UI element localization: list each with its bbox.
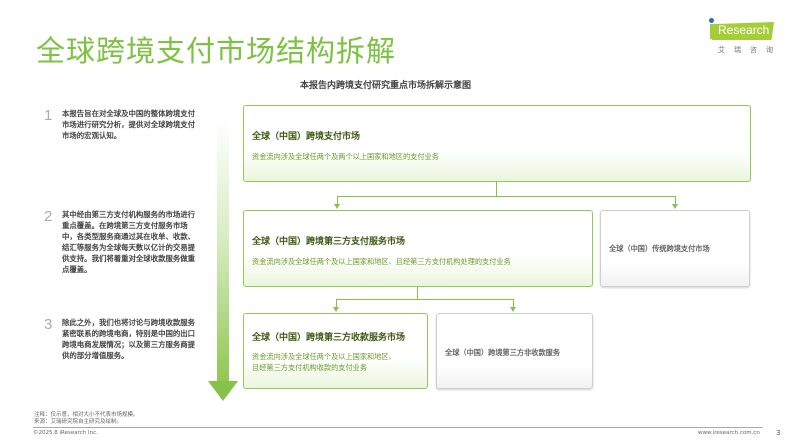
step-number: 1: [44, 107, 53, 124]
step-text: 其中经由第三方支付机构服务的市场进行重点覆盖。在跨境第三方支付服务市场中，各类型…: [62, 210, 196, 274]
flow-down-arrow-icon: [208, 120, 238, 403]
box-description: 资金流向涉及全球任两个及以上国家和地区、且经第三方支付机构处理的支付业务: [252, 257, 511, 266]
step-2: 2 其中经由第三方支付机构服务的市场进行重点覆盖。在跨境第三方支付服务市场中，各…: [44, 209, 200, 275]
step-3: 3 除此之外，我们也将讨论与跨境收款服务紧密联系的跨境电商，特别是中国的出口跨境…: [44, 317, 200, 361]
step-text: 除此之外，我们也将讨论与跨境收款服务紧密联系的跨境电商，特别是中国的出口跨境电商…: [62, 318, 196, 360]
arrow-down-icon: [672, 204, 678, 209]
step-number: 2: [44, 208, 53, 225]
connector-line: [336, 299, 514, 300]
connector-line: [337, 196, 676, 197]
box-heading: 全球（中国）跨境第三方收款服务市场: [252, 333, 406, 343]
box-cross-border-payment-market: 全球（中国）跨境支付市场 资金流向涉及全球任两个及两个以上国家和地区的支付业务: [243, 105, 751, 182]
box-heading: 全球（中国）跨境第三方支付服务市场: [252, 237, 406, 247]
step-number: 3: [44, 316, 53, 333]
logo-badge: [712, 22, 774, 40]
connector-line: [675, 196, 676, 204]
footer-source: 来源：艾瑞研究院自主研究及绘制。: [34, 419, 123, 425]
box-third-party-payment-market: 全球（中国）跨境第三方支付服务市场 资金流向涉及全球任两个及以上国家和地区、且经…: [243, 210, 593, 287]
arrow-down-icon: [510, 307, 516, 312]
diagram-title: 本报告内跨境支付研究重点市场拆解示意图: [300, 81, 472, 91]
footer-url-link[interactable]: www.iresearch.com.cn: [698, 430, 760, 436]
footer-notes: 注释：仅示意，相对大小不代表市场规模。 来源：艾瑞研究院自主研究及绘制。: [34, 412, 139, 426]
box-description-line2: 且经第三方支付机构收款的支付业务: [252, 363, 368, 372]
connector-line: [417, 287, 418, 299]
step-1: 1 本报告旨在对全球及中国的整体跨境支付市场进行研究分析，提供对全球跨境支付市场…: [44, 108, 200, 141]
logo-brand-text: Research: [718, 23, 770, 37]
arrow-down-icon: [333, 307, 339, 312]
connector-line: [337, 196, 338, 204]
connector-line: [496, 182, 497, 196]
page-number: 3: [776, 429, 781, 437]
box-heading: 全球（中国）跨境支付市场: [252, 132, 361, 142]
page-title: 全球跨境支付市场结构拆解: [36, 34, 397, 68]
logo-dot-icon: [709, 18, 714, 23]
step-text: 本报告旨在对全球及中国的整体跨境支付市场进行研究分析，提供对全球跨境支付市场的宏…: [62, 109, 196, 140]
footer-divider: [33, 427, 763, 428]
box-traditional-payment-market: 全球（中国）传统跨境支付市场: [600, 210, 750, 287]
footer-note: 注释：仅示意，相对大小不代表市场规模。: [34, 412, 139, 418]
box-third-party-non-collection-services: 全球（中国）跨境第三方非收款服务: [436, 313, 593, 389]
logo-i-bar: [710, 24, 713, 39]
flow-arrow-head: [208, 381, 238, 401]
flow-arrow-shaft: [217, 120, 229, 383]
box-label: 全球（中国）传统跨境支付市场: [609, 244, 710, 253]
footer-copyright: ©2025.8 iResearch Inc.: [33, 430, 98, 436]
box-description: 资金流向涉及全球任两个及两个以上国家和地区的支付业务: [252, 152, 439, 161]
box-label: 全球（中国）跨境第三方非收款服务: [445, 348, 561, 357]
arrow-down-icon: [334, 204, 340, 209]
box-description-line1: 资金流向涉及全球任两个及以上国家和地区、: [252, 352, 396, 361]
logo-cn-text: 艾瑞咨询: [718, 46, 782, 54]
iresearch-logo: Research 艾瑞咨询: [706, 18, 776, 58]
connector-line: [513, 299, 514, 307]
connector-line: [336, 299, 337, 307]
box-third-party-collection-market: 全球（中国）跨境第三方收款服务市场 资金流向涉及全球任两个及以上国家和地区、 且…: [243, 313, 428, 389]
